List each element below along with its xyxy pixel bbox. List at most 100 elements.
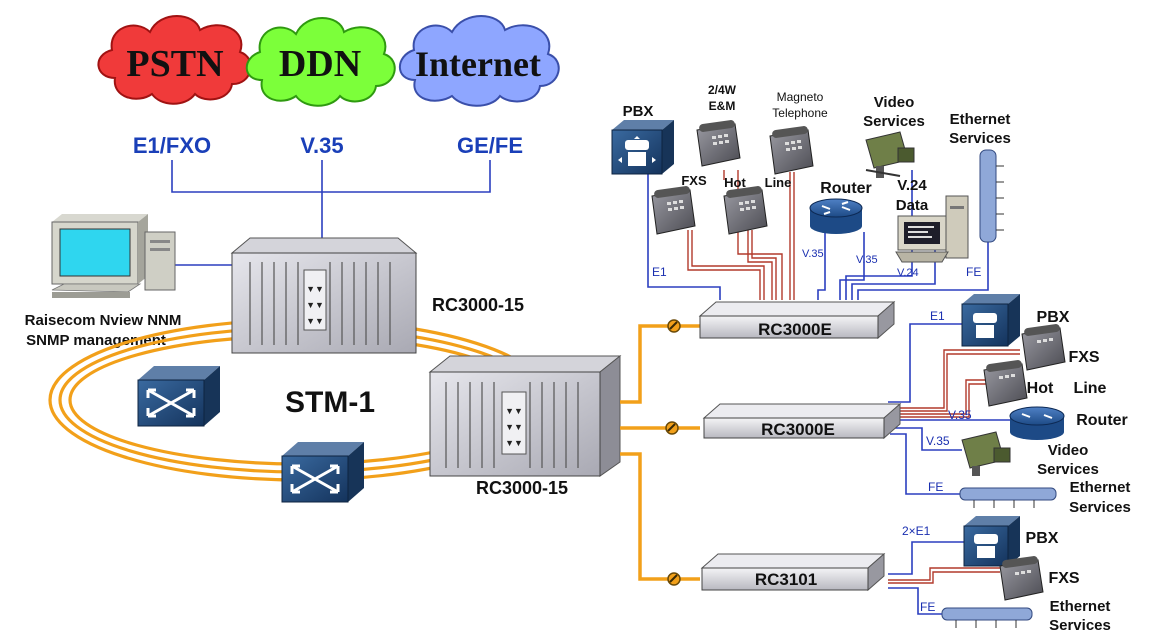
optical-connector-icon [665,421,679,435]
top-rack-label: RC3000-15 [432,295,524,315]
top-hotline-line2: Line [765,175,792,190]
internet-cloud: Internet [398,15,560,107]
mid-hotline-line2: Line [1074,380,1107,397]
rc3101-device [700,552,886,592]
top-port-v35-b: V.35 [856,254,878,266]
camera-icon [961,431,1011,476]
ddn-link-label: V.35 [300,133,343,158]
fiber-links [620,324,700,581]
ethernet-hub-icon [941,607,1033,628]
internet-link-label: GE/FE [457,133,523,158]
svg-text:▼▼: ▼▼ [505,422,523,432]
top-v24-line1: V.24 [897,177,927,194]
bottom-fxs-label: FXS [1048,570,1079,587]
computer-icon [51,214,176,298]
top-port-v35-a: V.35 [802,248,824,260]
mid-cluster-wires [888,323,1020,495]
mid-router-label: Router [1076,412,1128,429]
bottom-rack-label: RC3000-15 [476,478,568,498]
camera-icon [865,131,915,178]
svg-text:▼▼: ▼▼ [505,406,523,416]
top-fxs-label: FXS [681,173,707,188]
phone-icon [723,186,768,235]
top-router-label: Router [820,180,872,197]
svg-text:▼▼: ▼▼ [306,316,324,326]
router-icon [809,198,863,234]
mid-video-line1: Video [1048,442,1089,459]
ddn-cloud: DDN [245,17,396,107]
optical-connector-icon [667,572,681,586]
mid-video-line2: Services [1037,461,1099,478]
top-video-line1: Video [874,94,915,111]
top-pbx-label: PBX [623,103,654,120]
ethernet-hub-icon [979,149,1004,243]
top-magneto-line1: Magneto [777,90,824,104]
top-magneto-line2: Telephone [772,106,828,120]
mid-port-e1: E1 [930,309,945,323]
pbx-icon [611,120,674,175]
top-port-v24: V.24 [897,267,919,279]
phone-icon [999,556,1044,601]
phone-icon [1021,324,1066,371]
phone-icon [769,126,814,175]
phone-icon [651,186,696,235]
internet-label: Internet [415,44,541,84]
phone-icon [696,120,741,167]
switch-icon [281,442,364,503]
top-cluster-wires [647,162,989,300]
cloud-icon [97,15,252,105]
top-v24-line2: Data [896,197,929,214]
top-port-e1: E1 [652,265,667,279]
uplink-wires [171,160,491,266]
rc3000e-mid-label: RC3000E [761,420,835,439]
ddn-label: DDN [279,43,361,85]
cloud-icon [245,17,396,107]
bottom-port-2e1: 2×E1 [902,524,931,538]
mid-hotline-line1: Hot [1027,380,1054,397]
bottom-port-fe: FE [920,600,935,614]
router-icon [1009,406,1065,440]
terminal-icon [895,195,969,263]
switch-icon [137,366,220,427]
stm1-label: STM-1 [285,386,375,419]
rc3000e-top-device [698,300,896,340]
cloud-icon [398,15,560,107]
mid-ethernet-line1: Ethernet [1070,479,1131,496]
mid-port-v35-a: V.35 [948,408,972,422]
bottom-ethernet-line1: Ethernet [1050,598,1111,615]
optical-connector-icon [667,319,681,333]
svg-text:▼▼: ▼▼ [306,300,324,310]
mid-fxs-label: FXS [1068,349,1099,366]
pbx-icon [963,516,1020,567]
bottom-cluster-wires [888,541,1000,615]
svg-text:▼▼: ▼▼ [505,438,523,448]
mid-ethernet-line2: Services [1069,499,1131,516]
rc3000e-top-label: RC3000E [758,320,832,339]
mid-port-v35-b: V.35 [926,434,950,448]
rc3000e-mid-device [702,402,902,440]
top-ethernet-line1: Ethernet [950,111,1011,128]
ethernet-hub-icon [959,487,1057,508]
pstn-label: PSTN [126,43,223,85]
svg-text:▼▼: ▼▼ [306,284,324,294]
management-line2: SNMP management [26,332,166,349]
rack-icon: ▼▼ ▼▼ ▼▼ [428,354,622,477]
pstn-link-label: E1/FXO [133,133,211,158]
top-hotline-line1: Hot [724,175,746,190]
top-ethernet-line2: Services [949,130,1011,147]
top-port-fe: FE [966,265,981,279]
top-em-line2: E&M [709,99,736,113]
pbx-icon [961,294,1020,347]
pstn-cloud: PSTN [97,15,252,105]
top-em-line1: 2/4W [708,83,737,97]
rack-icon: ▼▼ ▼▼ ▼▼ [230,237,418,354]
management-line1: Raisecom Nview NNM [25,312,182,329]
top-video-line2: Services [863,113,925,130]
bottom-ethernet-line2: Services [1049,617,1111,633]
rc3101-label: RC3101 [755,570,817,589]
phone-icon [983,360,1028,407]
mid-pbx-label: PBX [1037,309,1070,326]
mid-port-fe: FE [928,480,943,494]
bottom-pbx-label: PBX [1026,530,1059,547]
